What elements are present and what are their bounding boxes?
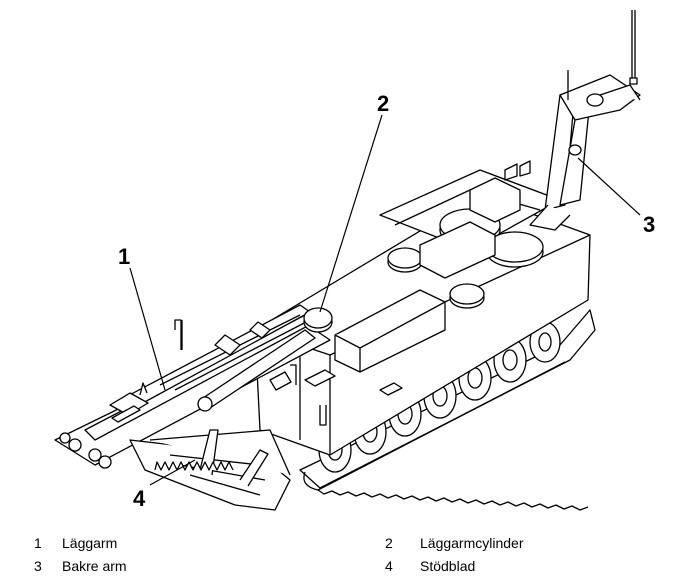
legend-label-3: Bakre arm [62,558,127,574]
legend-number-2: 2 [385,535,393,551]
rear-arm [529,10,641,231]
callout-2: 2 [377,91,390,116]
hull-details [269,364,403,426]
leader-lines [129,114,641,486]
support-blade [129,429,291,511]
legend-label-1: Läggarm [62,535,118,551]
laying-arm-cylinder [197,307,333,412]
vehicle-line-drawing [54,10,641,511]
legend-number-4: 4 [385,558,393,574]
callout-1: 1 [118,244,131,269]
legend-label-4: Stödblad [420,558,476,574]
callout-4: 4 [133,486,146,511]
superstructure [334,160,531,373]
callout-3: 3 [643,212,656,237]
legend-number-3: 3 [34,558,42,574]
laying-arm [54,304,331,469]
legend-label-2: Läggarmcylinder [420,535,524,551]
legend-number-1: 1 [34,535,42,551]
